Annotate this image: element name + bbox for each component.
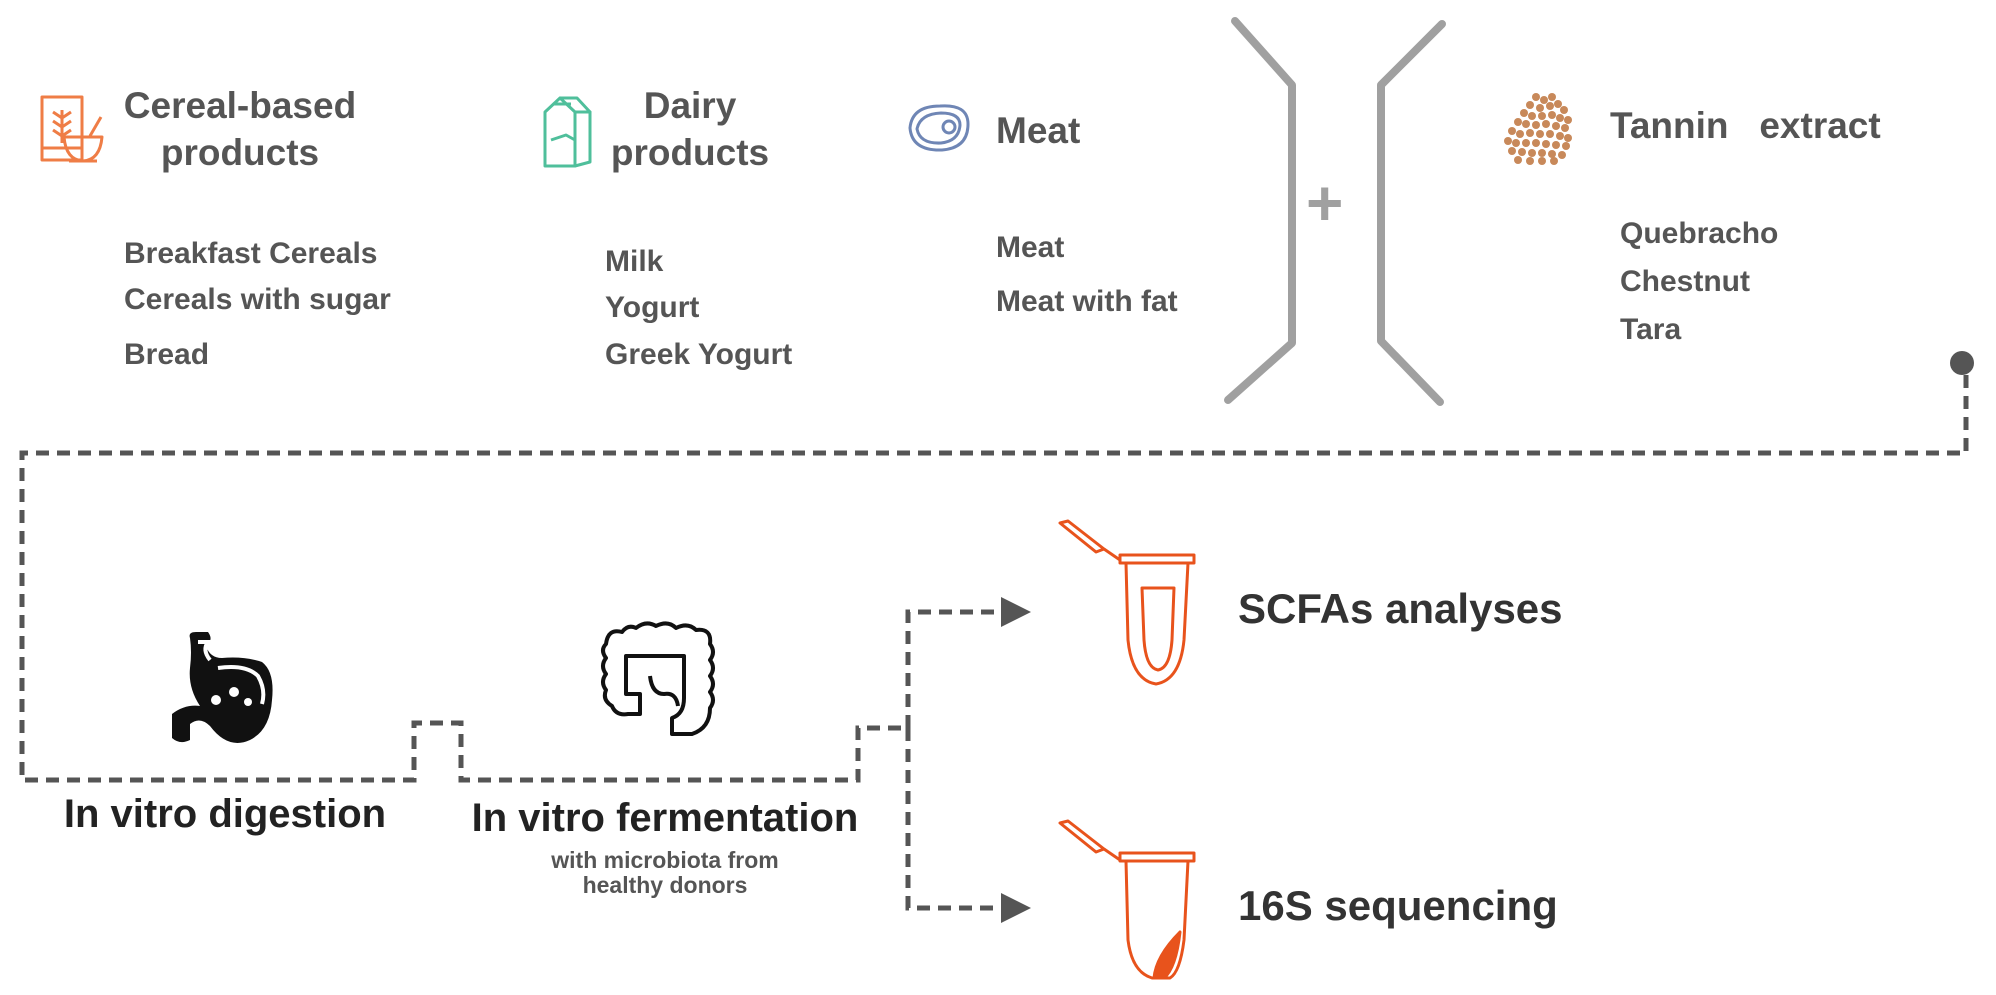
cereal-item-breakfast: Breakfast Cereals xyxy=(124,237,378,270)
flow-connector-top xyxy=(19,375,1969,783)
dairy-item-yogurt: Yogurt xyxy=(605,291,700,324)
milk-carton-icon xyxy=(543,96,592,168)
cereal-item-bread: Bread xyxy=(124,338,210,371)
cereal-item-sugar: Cereals with sugar xyxy=(124,283,391,316)
step-fermentation-label: In vitro fermentation xyxy=(471,796,859,840)
cereal-bowl-icon xyxy=(40,95,104,163)
dairy-item-greek-yogurt: Greek Yogurt xyxy=(605,338,793,371)
result-16s-label: 16S sequencing xyxy=(1238,882,1558,929)
tannin-item-chestnut: Chestnut xyxy=(1620,265,1750,298)
tannin-item-quebracho: Quebracho xyxy=(1620,217,1779,250)
meat-steak-icon xyxy=(908,104,970,152)
fermentation-note: with microbiota from healthy donors xyxy=(551,847,779,898)
tannin-title: Tannin extract xyxy=(1610,105,1881,146)
cereal-title: Cereal-based products xyxy=(123,85,357,173)
stomach-icon xyxy=(172,632,273,743)
tannin-item-tara: Tara xyxy=(1620,313,1682,346)
result-scfa-label: SCFAs analyses xyxy=(1238,585,1563,632)
intestine-icon xyxy=(601,621,715,736)
plus-symbol: + xyxy=(1306,167,1344,239)
flow-branch-scfa xyxy=(905,597,1031,728)
tube-icon xyxy=(1058,519,1196,686)
step-digestion-label: In vitro digestion xyxy=(63,792,387,836)
tube-icon xyxy=(1058,819,1196,980)
connector-start-dot xyxy=(1950,351,1974,375)
bracket-right xyxy=(1377,20,1446,406)
dairy-title: Dairy products xyxy=(610,85,770,173)
tannin-powder-icon xyxy=(1504,93,1572,165)
meat-item-meat-fat: Meat with fat xyxy=(996,285,1178,318)
meat-item-meat: Meat xyxy=(996,231,1065,264)
flow-branch-16s xyxy=(905,728,1031,923)
meat-title: Meat xyxy=(996,110,1081,151)
dairy-item-milk: Milk xyxy=(605,245,664,278)
bracket-left xyxy=(1224,17,1296,404)
